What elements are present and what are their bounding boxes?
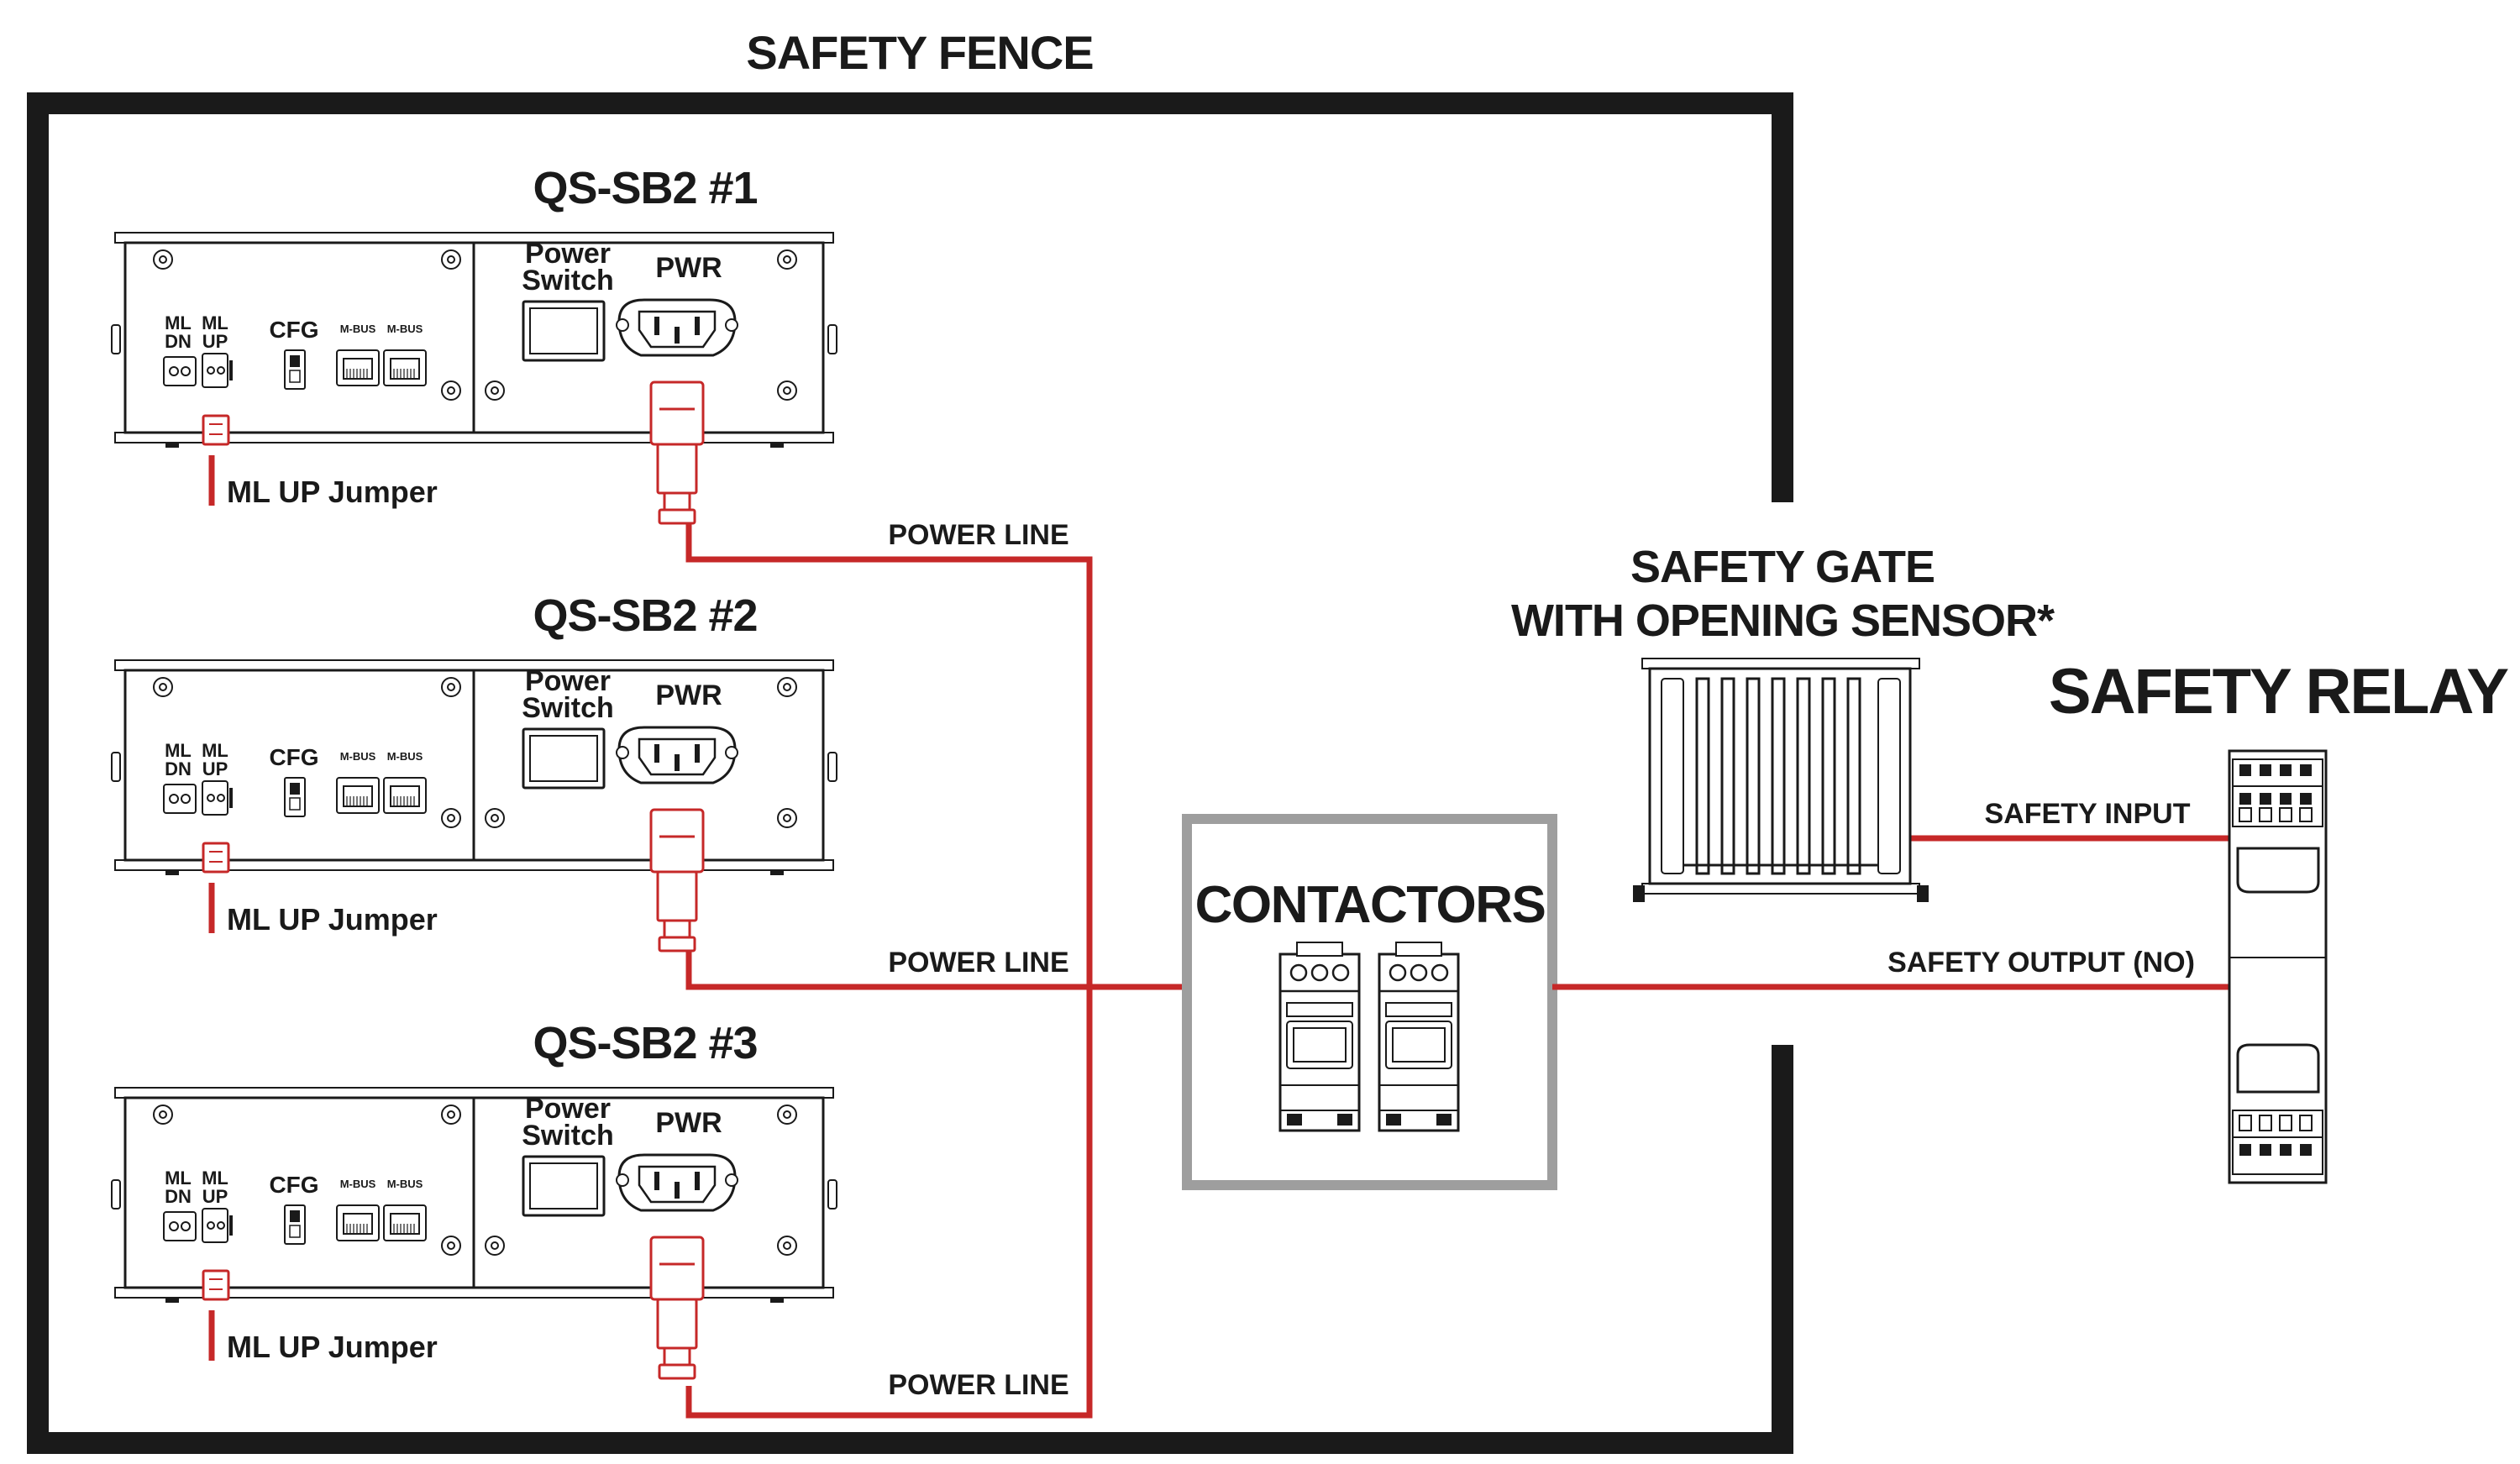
safety-input-label: SAFETY INPUT bbox=[1985, 798, 2191, 830]
power-line-label: POWER LINE bbox=[888, 947, 1068, 979]
contactors-box bbox=[1182, 814, 1557, 1190]
mbus-label: M-BUS bbox=[387, 750, 423, 763]
sb2-chassis bbox=[110, 659, 838, 952]
power-line-label: POWER LINE bbox=[888, 1369, 1068, 1401]
ml-dn-label: ML bbox=[165, 312, 192, 333]
contactor-1 bbox=[1278, 941, 1361, 1132]
mbus-label: M-BUS bbox=[340, 1178, 376, 1190]
safety-relay: SAFETY RELAY bbox=[2049, 656, 2510, 1184]
safety-gate: SAFETY GATE WITH OPENING SENSOR* bbox=[1511, 542, 2055, 902]
mbus-label: M-BUS bbox=[387, 1178, 423, 1190]
pwr-label: PWR bbox=[655, 680, 722, 711]
ml-up-label: UP bbox=[202, 1186, 228, 1207]
relay-wires bbox=[1552, 835, 2229, 990]
gate-label-line2: WITH OPENING SENSOR* bbox=[1511, 596, 2055, 646]
safety-fence bbox=[27, 92, 1793, 1454]
mbus-label: M-BUS bbox=[387, 323, 423, 335]
ml-up-jumper-label: ML UP Jumper bbox=[227, 1330, 438, 1364]
sb2-chassis bbox=[110, 231, 838, 525]
ml-up-jumper-label: ML UP Jumper bbox=[227, 902, 438, 937]
gate-icon bbox=[1633, 658, 1929, 902]
power-switch-label: Switch bbox=[522, 265, 614, 296]
safety-relay-label: SAFETY RELAY bbox=[2049, 656, 2508, 727]
cfg-label: CFG bbox=[269, 317, 318, 343]
ml-dn-label: DN bbox=[165, 758, 192, 779]
power-switch-label: Power bbox=[525, 238, 611, 270]
contactors-label: CONTACTORS bbox=[1195, 876, 1546, 934]
cfg-label: CFG bbox=[269, 744, 318, 770]
sb2-chassis bbox=[110, 1086, 838, 1380]
contactor-2 bbox=[1378, 941, 1460, 1132]
ml-dn-label: ML bbox=[165, 740, 192, 761]
unit-title: QS-SB2 #2 bbox=[533, 590, 757, 641]
power-switch-label: Power bbox=[525, 1093, 611, 1125]
ml-up-label: ML bbox=[202, 740, 228, 761]
sb2-unit-2: QS-SB2 #2 ML DN ML UP CFG M-BUS M-BUS Po… bbox=[110, 590, 1069, 979]
mbus-label: M-BUS bbox=[340, 750, 376, 763]
contactors: CONTACTORS bbox=[1182, 814, 1557, 1190]
unit-title: QS-SB2 #3 bbox=[533, 1018, 757, 1068]
gate-label-line1: SAFETY GATE bbox=[1630, 542, 1935, 592]
power-line-label: POWER LINE bbox=[888, 519, 1068, 551]
ml-up-label: UP bbox=[202, 331, 228, 352]
sb2-unit-3: QS-SB2 #3 ML DN ML UP CFG M-BUS M-BUS Po… bbox=[110, 1018, 1069, 1401]
cfg-label: CFG bbox=[269, 1172, 318, 1198]
sb2-unit-1: QS-SB2 #1 ML DN ML UP CFG M-BUS M-BUS Po… bbox=[110, 163, 1069, 551]
pwr-label: PWR bbox=[655, 252, 722, 284]
ml-dn-label: DN bbox=[165, 1186, 192, 1207]
relay-icon bbox=[2228, 749, 2328, 1184]
safety-fence-label: SAFETY FENCE bbox=[746, 26, 1093, 79]
power-line-wires bbox=[208, 455, 1187, 1419]
power-switch-label: Switch bbox=[522, 1120, 614, 1152]
ml-up-label: ML bbox=[202, 312, 228, 333]
safety-output-label: SAFETY OUTPUT (NO) bbox=[1887, 947, 2195, 979]
pwr-label: PWR bbox=[655, 1107, 722, 1139]
power-switch-label: Switch bbox=[522, 692, 614, 724]
ml-dn-label: ML bbox=[165, 1168, 192, 1189]
ml-up-label: UP bbox=[202, 758, 228, 779]
power-switch-label: Power bbox=[525, 665, 611, 697]
ml-up-jumper-label: ML UP Jumper bbox=[227, 475, 438, 509]
unit-title: QS-SB2 #1 bbox=[533, 163, 757, 213]
ml-dn-label: DN bbox=[165, 331, 192, 352]
mbus-label: M-BUS bbox=[340, 323, 376, 335]
ml-up-label: ML bbox=[202, 1168, 228, 1189]
